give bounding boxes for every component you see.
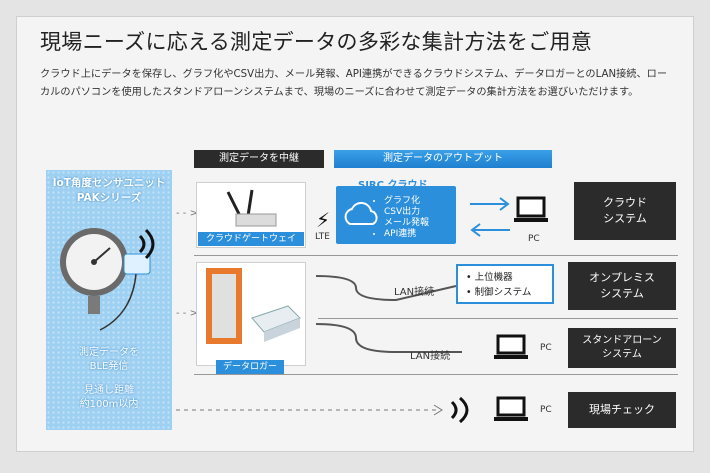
cloud-system-line1: クラウド bbox=[603, 196, 647, 209]
sensor-range-line1: 見通し距離 bbox=[84, 385, 134, 396]
sensor-title-line1: IoT角度センサユニット bbox=[52, 177, 166, 189]
divider bbox=[318, 318, 678, 319]
arrow-to-logger: - - > bbox=[176, 308, 198, 319]
gateway-label: クラウドゲートウェイ bbox=[198, 232, 304, 246]
onprem-system-line1: オンプレミス bbox=[589, 271, 655, 284]
ble-module-icon bbox=[123, 253, 151, 275]
standalone-system-line2: システム bbox=[602, 349, 642, 360]
lte-lightning-icon: ⚡ bbox=[316, 208, 331, 232]
onprem-item: • 上位機器 bbox=[466, 272, 513, 283]
sirc-cloud-box bbox=[336, 186, 456, 244]
pc-label-standalone: PC bbox=[540, 343, 552, 353]
sensor-ble-line2: BLE発信 bbox=[89, 361, 129, 372]
onprem-system-node: オンプレミス システム bbox=[568, 262, 676, 310]
lan-label-2: LAN接続 bbox=[410, 351, 451, 362]
arrow-to-gateway: - - > bbox=[176, 208, 198, 219]
sirc-title: SIRC クラウド bbox=[358, 176, 427, 191]
sirc-item: API連携 bbox=[384, 229, 429, 240]
sync-arrows-icon bbox=[470, 197, 510, 237]
sirc-feature-list: グラフ化 CSV出力 メール発報 API連携 bbox=[384, 196, 429, 240]
sensor-ble-line1: 測定データを bbox=[79, 347, 139, 358]
data-logger-icon bbox=[206, 268, 301, 344]
page-title: 現場ニーズに応える測定データの多彩な集計方法をご用意 bbox=[40, 30, 593, 54]
sirc-item: メール発報 bbox=[384, 218, 429, 229]
lte-label: LTE bbox=[315, 232, 330, 242]
pc-label-cloud: PC bbox=[528, 234, 540, 244]
page-description: クラウド上にデータを保存し、グラフ化やCSV出力、メール発報、API連携ができる… bbox=[40, 69, 668, 98]
sensor-title-line2: PAKシリーズ bbox=[76, 192, 142, 204]
angle-sensor-illustration bbox=[60, 228, 155, 331]
pc-icon-field bbox=[494, 396, 528, 421]
lan-label-1: LAN接続 bbox=[394, 287, 435, 298]
field-check-node: 現場チェック bbox=[568, 392, 676, 428]
divider bbox=[194, 374, 678, 375]
onprem-list-box: • 上位機器 • 制御システム bbox=[456, 264, 554, 304]
logger-label: データロガー bbox=[216, 360, 284, 374]
sirc-item: CSV出力 bbox=[384, 207, 429, 218]
header-output: 測定データのアウトプット bbox=[334, 150, 552, 168]
header-relay: 測定データを中継 bbox=[194, 150, 324, 168]
pc-icon-standalone bbox=[494, 334, 528, 359]
sirc-item: グラフ化 bbox=[384, 196, 429, 207]
onprem-item-text: 上位機器 bbox=[474, 272, 513, 283]
sensor-ble-text: 測定データを BLE発信 bbox=[46, 346, 172, 374]
sensor-range-text: 見通し距離 約100m以内 bbox=[46, 384, 172, 412]
standalone-system-node: スタンドアローン システム bbox=[568, 328, 676, 368]
cloud-system-node: クラウド システム bbox=[574, 182, 676, 240]
onprem-system-line2: システム bbox=[600, 287, 644, 300]
pc-label-field: PC bbox=[540, 405, 552, 415]
sensor-range-line2: 約100m以内 bbox=[79, 399, 139, 410]
onprem-item: • 制御システム bbox=[466, 287, 532, 298]
wireless-signal-icon bbox=[450, 396, 469, 424]
sensor-column bbox=[46, 170, 172, 430]
cloud-system-line2: システム bbox=[603, 212, 647, 225]
cloud-icon bbox=[344, 201, 378, 225]
standalone-system-line1: スタンドアローン bbox=[582, 335, 662, 346]
arrow-to-field bbox=[176, 404, 443, 416]
sensor-title: IoT角度センサユニット PAKシリーズ bbox=[46, 176, 172, 206]
divider bbox=[194, 255, 678, 256]
onprem-item-text: 制御システム bbox=[474, 287, 532, 298]
pc-icon-cloud bbox=[514, 196, 548, 222]
lan-cables bbox=[316, 275, 462, 353]
gateway-icon bbox=[226, 189, 277, 227]
